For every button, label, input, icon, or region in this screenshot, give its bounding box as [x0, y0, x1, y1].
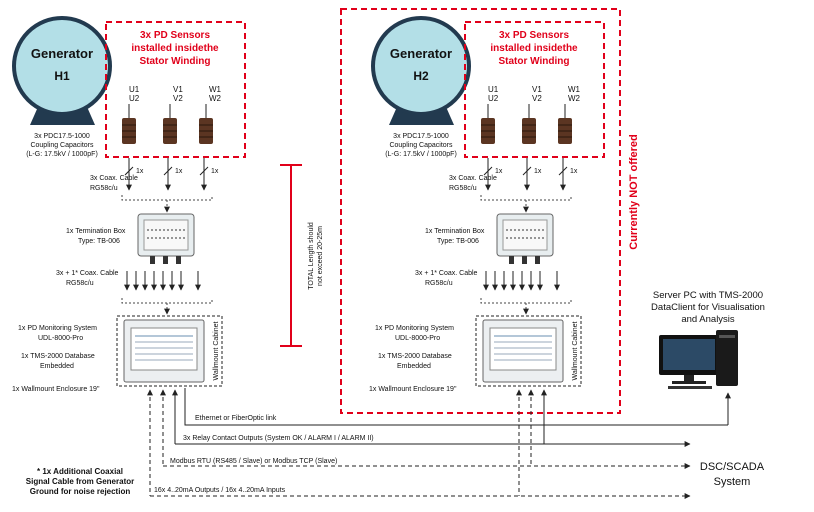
coaxial-cable-icon — [124, 158, 209, 191]
cabinet-icon — [116, 315, 223, 387]
server-line3: and Analysis — [681, 314, 735, 325]
monitor-line2: UDL-8000-Pro — [395, 335, 440, 342]
cabinet-label: Wallmount Cabinet — [572, 322, 579, 381]
database-line1: 1x TMS-2000 Database — [21, 353, 95, 360]
pd-sensor-icon — [481, 104, 495, 144]
length-marker — [280, 164, 302, 347]
coax-count-w: 1x — [211, 168, 219, 175]
phase-v-bottom: V2 — [173, 94, 183, 103]
monitor-line1: 1x PD Monitoring System — [18, 325, 97, 332]
generator-name: Generator — [31, 46, 93, 61]
sensors-title-line1: 3x PD Sensors — [499, 30, 569, 41]
not-offered-label: Currently NOT offered — [628, 134, 640, 250]
phase-w-bottom: W2 — [568, 94, 581, 103]
arrow-icon — [483, 271, 560, 291]
coax-label-line1: 3x Coax. Cable — [449, 175, 497, 182]
termination-box-icon — [496, 213, 554, 264]
phase-v-bottom: V2 — [532, 94, 542, 103]
sensors-title-line3: Stator Winding — [498, 56, 569, 67]
capacitors-line2: Coupling Capacitors — [30, 142, 94, 149]
connection-lines — [147, 388, 731, 499]
coax-label-line2: RG58c/u — [90, 185, 118, 192]
cabinet-icon — [475, 315, 582, 387]
coax-label-line2: RG58c/u — [449, 185, 477, 192]
phase-v-top: V1 — [173, 85, 183, 94]
server-line1: Server PC with TMS-2000 — [653, 290, 763, 301]
modbus-label: Modbus RTU (RS485 / Slave) or Modbus TCP… — [170, 458, 337, 465]
dcs-line2: System — [714, 476, 751, 488]
term-box-line1: 1x Termination Box — [425, 228, 485, 235]
relay-label: 3x Relay Contact Outputs (System OK / AL… — [183, 435, 374, 442]
term-box-line1: 1x Termination Box — [66, 228, 126, 235]
server-pc-icon — [659, 330, 738, 389]
coaxial-cable-icon — [483, 158, 568, 191]
database-line1: 1x TMS-2000 Database — [378, 353, 452, 360]
coax2-label-line1: 3x + 1* Coax. Cable — [56, 270, 119, 277]
coax2-label-line2: RG58c/u — [425, 280, 453, 287]
dcs-line1: DSC/SCADA — [700, 461, 765, 473]
pd-sensor-icon — [558, 104, 572, 144]
length-note-line1: TOTAL Length should — [308, 222, 315, 290]
database-line2: Embedded — [397, 363, 431, 370]
generator-name: Generator — [390, 46, 452, 61]
capacitors-line3: (L-G: 17.5kV / 1000pF) — [385, 151, 457, 158]
phase-w-top: W1 — [209, 85, 222, 94]
sensors-title-line3: Stator Winding — [139, 56, 210, 67]
phase-w-bottom: W2 — [209, 94, 222, 103]
coax2-label-line2: RG58c/u — [66, 280, 94, 287]
capacitors-line1: 3x PDC17.5-1000 — [34, 133, 90, 140]
phase-u-top: U1 — [488, 85, 499, 94]
analog-label: 16x 4..20mA Outputs / 16x 4..20mA Inputs — [154, 487, 286, 494]
phase-u-bottom: U2 — [129, 94, 140, 103]
term-box-line2: Type: TB-006 — [78, 238, 120, 245]
length-note-line2: not exceed 20-25m — [317, 226, 324, 286]
generator-h1-section: Generator H1 3x PD Sensors installed ins… — [12, 16, 246, 393]
cabinet-label: Wallmount Cabinet — [213, 322, 220, 381]
coax-count-u: 1x — [495, 168, 503, 175]
sensors-title-line1: 3x PD Sensors — [140, 30, 210, 41]
coax-count-w: 1x — [570, 168, 578, 175]
sensors-boundary — [105, 21, 246, 158]
coax-count-u: 1x — [136, 168, 144, 175]
sensors-title-line2: installed insidethe — [490, 43, 578, 54]
pd-sensor-icon — [122, 104, 136, 144]
arrow-icon — [124, 271, 201, 291]
coax-count-v: 1x — [534, 168, 542, 175]
enclosure-label: 1x Wallmount Enclosure 19" — [12, 386, 100, 393]
footnote-line3: Ground for noise rejection — [30, 487, 131, 496]
phase-u-top: U1 — [129, 85, 140, 94]
footnote-line1: * 1x Additional Coaxial — [37, 467, 123, 476]
sensors-boundary — [464, 21, 605, 158]
coax-label-line1: 3x Coax. Cable — [90, 175, 138, 182]
coax2-label-line1: 3x + 1* Coax. Cable — [415, 270, 478, 277]
generator-icon: Generator H1 — [12, 16, 112, 125]
generator-h2-section: Generator H2 3x PD Sensors installed ins… — [369, 16, 605, 393]
generator-icon: Generator H2 — [371, 16, 471, 125]
not-offered-boundary — [340, 8, 621, 414]
generator-id: H1 — [54, 69, 70, 83]
term-box-line2: Type: TB-006 — [437, 238, 479, 245]
monitor-line1: 1x PD Monitoring System — [375, 325, 454, 332]
coax-count-v: 1x — [175, 168, 183, 175]
pd-sensor-icon — [163, 104, 177, 144]
database-line2: Embedded — [40, 363, 74, 370]
phase-w-top: W1 — [568, 85, 581, 94]
termination-box-icon — [137, 213, 195, 264]
server-line2: DataClient for Visualisation — [651, 302, 765, 313]
pd-sensor-icon — [199, 104, 213, 144]
sensors-title-line2: installed insidethe — [131, 43, 219, 54]
footnote-line2: Signal Cable from Generator — [26, 477, 134, 486]
capacitors-line1: 3x PDC17.5-1000 — [393, 133, 449, 140]
capacitors-line2: Coupling Capacitors — [389, 142, 453, 149]
ethernet-label: Ethernet or FiberOptic link — [195, 415, 277, 422]
pd-sensor-icon — [522, 104, 536, 144]
phase-v-top: V1 — [532, 85, 542, 94]
enclosure-label: 1x Wallmount Enclosure 19" — [369, 386, 457, 393]
capacitors-line3: (L-G: 17.5kV / 1000pF) — [26, 151, 98, 158]
generator-id: H2 — [413, 69, 429, 83]
phase-u-bottom: U2 — [488, 94, 499, 103]
monitor-line2: UDL-8000-Pro — [38, 335, 83, 342]
